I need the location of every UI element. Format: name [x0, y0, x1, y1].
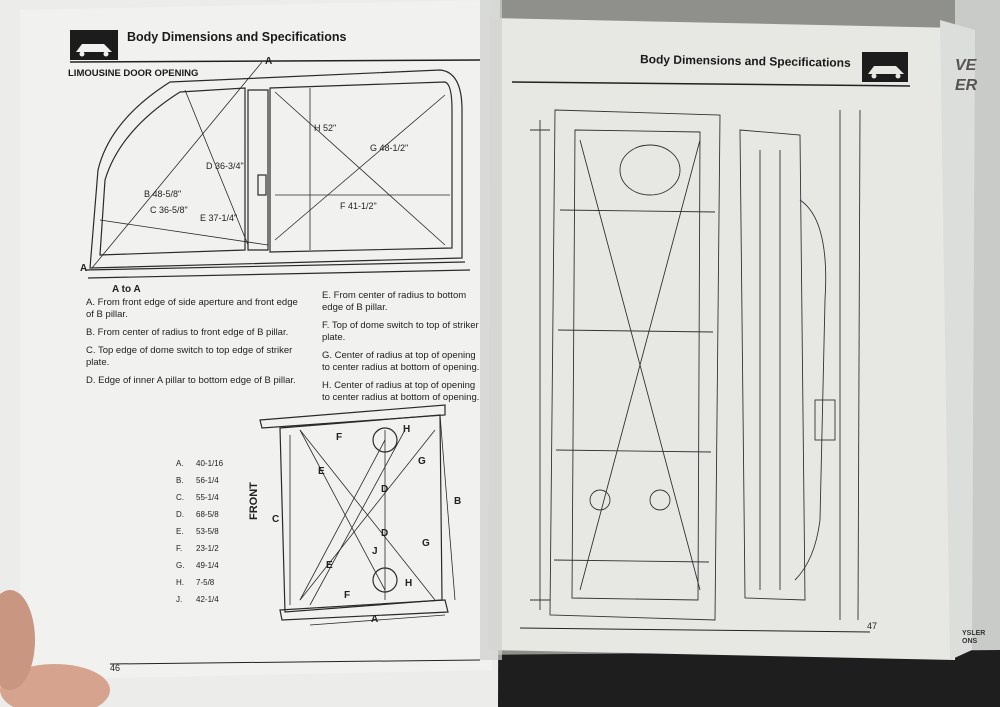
floor-dim-row: J. 42-1/4	[176, 595, 219, 604]
floor-dim-row: B. 56-1/4	[176, 476, 219, 485]
floor-label-f2: F	[344, 590, 351, 601]
limousine-logo-icon	[70, 30, 118, 60]
side-tab-letters: VE ER	[955, 57, 978, 94]
floor-dim-row: E. 53-5/8	[176, 527, 219, 536]
dim-c: C 36-5/8"	[150, 205, 188, 215]
notes-left: A. From front edge of side aperture and …	[86, 297, 306, 387]
dim-d: D 36-3/4"	[206, 161, 244, 171]
floor-dim-row: G. 49-1/4	[176, 561, 219, 570]
floor-plan-diagram	[259, 404, 456, 626]
notes-right: E. From center of radius to bottom edge …	[322, 290, 482, 404]
floor-label-h2: H	[405, 578, 413, 589]
dim-h: H 52"	[314, 123, 337, 133]
floor-dim-row: D. 68-5/8	[176, 510, 219, 519]
dim-g: G 48-1/2"	[370, 143, 409, 153]
chassis-underbody-drawing	[530, 109, 861, 621]
floor-dim-row: A. 40-1/16	[176, 459, 224, 468]
floor-label-g1: G	[418, 456, 426, 467]
floor-dim-row: H. 7-5/8	[176, 578, 215, 587]
limousine-logo-icon	[862, 52, 908, 82]
floor-label-h1: H	[403, 424, 411, 435]
dim-b: B 48-5/8"	[144, 189, 182, 199]
floor-label-d1: D	[381, 484, 389, 495]
note-c: C. Top edge of dome switch to top edge o…	[86, 345, 293, 368]
floor-label-f1: F	[336, 432, 343, 443]
page-number-left: 46	[110, 663, 121, 673]
floor-label-g2: G	[422, 538, 430, 549]
note-h: H. Center of radius at top of opening to…	[322, 380, 480, 403]
dim-f: F 41-1/2"	[340, 201, 377, 211]
corner-text: YSLER ONS	[962, 630, 986, 645]
floor-dim-row: F. 23-1/2	[176, 544, 219, 553]
floor-label-b: B	[454, 496, 462, 507]
door-opening-diagram	[84, 61, 471, 279]
floor-label-c: C	[272, 514, 280, 525]
label-a-top: A	[265, 56, 273, 67]
floor-label-front: FRONT	[248, 482, 260, 520]
note-b: B. From center of radius to front edge o…	[86, 327, 289, 338]
note-e: E. From center of radius to bottom edge …	[322, 290, 467, 313]
floor-label-a: A	[371, 614, 379, 625]
floor-label-e2: E	[326, 560, 333, 571]
note-a: A. From front edge of side aperture and …	[86, 297, 298, 320]
floor-dim-row: C. 55-1/4	[176, 493, 219, 502]
floor-label-e1: E	[318, 466, 325, 477]
page-number-right: 47	[867, 621, 878, 631]
floor-dimension-list: A. 40-1/16 B. 56-1/4 C. 55-1/4 D. 68-5/8…	[176, 458, 246, 611]
note-g: G. Center of radius at top of opening to…	[322, 350, 480, 373]
page-header-left: Body Dimensions and Specifications	[127, 30, 347, 44]
dim-e: E 37-1/4"	[200, 213, 238, 223]
floor-label-j: J	[372, 546, 378, 557]
label-a-bottom: A	[80, 263, 88, 274]
label-a-to-a: A to A	[112, 284, 141, 295]
floor-label-d2: D	[381, 528, 389, 539]
note-f: F. Top of dome switch to top of striker …	[322, 320, 479, 343]
section-title: LIMOUSINE DOOR OPENING	[68, 68, 199, 79]
note-d: D. Edge of inner A pillar to bottom edge…	[86, 375, 296, 386]
